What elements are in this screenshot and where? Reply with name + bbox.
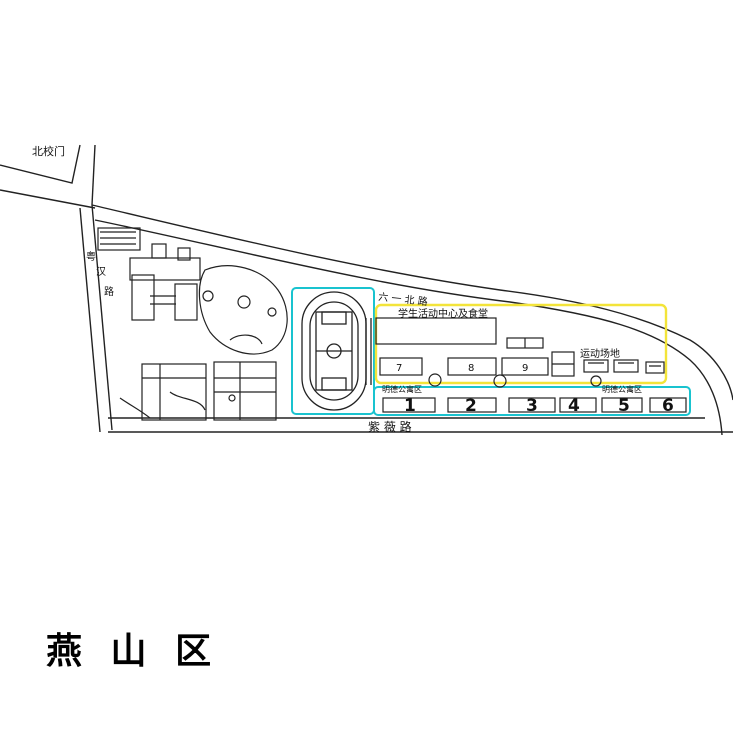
dorm-caption-left: 明德公寓区: [382, 384, 422, 394]
west-road-label: 粤 汉 路: [86, 250, 114, 298]
dorm-number-6: 6: [662, 396, 674, 416]
dorm-number-1: 1: [404, 396, 416, 416]
dorm-number-2: 2: [465, 396, 477, 416]
central-buildings: [375, 317, 665, 388]
building-7-label: 7: [396, 363, 402, 374]
dorm-caption-right: 明德公寓区: [602, 384, 642, 394]
running-track: [301, 291, 372, 411]
dorm-number-5: 5: [618, 396, 630, 416]
building-8-label: 8: [468, 363, 474, 374]
campus-outline: [291, 287, 691, 416]
west-road-char-3: 路: [104, 285, 114, 298]
building-9-label: 9: [522, 363, 528, 374]
west-road-char-1: 粤: [86, 250, 96, 263]
dorm-buildings: [382, 397, 687, 413]
south-road-label: 紫 薇 路: [368, 419, 412, 434]
region-title: 燕 山 区: [46, 631, 220, 672]
sports-field-label: 运动场地: [580, 347, 620, 360]
road-lines: [0, 144, 733, 436]
dorm-number-4: 4: [568, 396, 580, 416]
student-center-label: 学生活动中心及食堂: [398, 307, 488, 320]
west-buildings: [97, 227, 288, 421]
west-road-char-2: 汉: [96, 266, 106, 278]
dorm-number-3: 3: [526, 396, 538, 416]
north-gate-label: 北校门: [32, 144, 65, 158]
